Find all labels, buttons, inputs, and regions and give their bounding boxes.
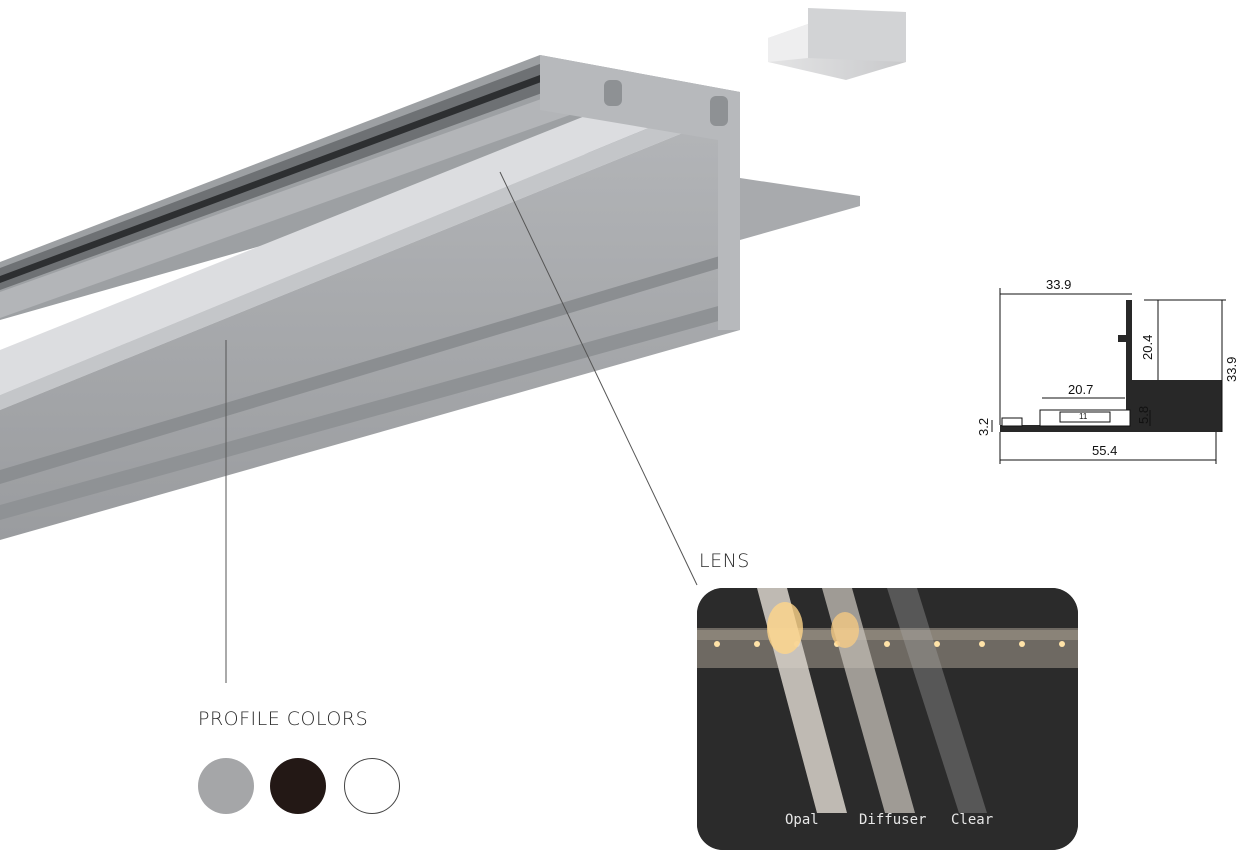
lens-strip bbox=[0, 110, 668, 395]
profile-end bbox=[540, 55, 740, 330]
color-swatch-black[interactable] bbox=[270, 758, 326, 814]
dim-upper-height: 20.4 bbox=[1140, 335, 1155, 360]
end-cap bbox=[768, 8, 906, 80]
color-swatch-white[interactable] bbox=[344, 758, 400, 814]
top-rail bbox=[0, 55, 740, 320]
profile-front-face bbox=[0, 100, 740, 540]
dim-total-height: 33.9 bbox=[1224, 357, 1238, 382]
lens-leader-line bbox=[499, 171, 698, 586]
dim-base-thickness: 3.2 bbox=[976, 418, 991, 436]
mounting-flange bbox=[740, 178, 860, 240]
cross-section-drawing bbox=[991, 288, 1226, 464]
dim-top-width: 33.9 bbox=[1046, 277, 1071, 292]
lens-clear-label: Clear bbox=[951, 812, 994, 828]
color-swatch-silver[interactable] bbox=[198, 758, 254, 814]
lens-heading: LENS bbox=[699, 550, 750, 572]
lens-opal-label: Opal bbox=[785, 812, 819, 828]
clear-lens bbox=[887, 588, 987, 813]
lens-photo: Opal Diffuser Clear bbox=[697, 588, 1078, 850]
profile-colors-heading: PROFILE COLORS bbox=[198, 708, 369, 730]
lens-diffuser-label: Diffuser bbox=[859, 812, 927, 828]
dim-channel-width: 20.7 bbox=[1068, 382, 1093, 397]
dim-total-width: 55.4 bbox=[1092, 443, 1117, 458]
dim-inner-channel: 11 bbox=[1079, 412, 1088, 421]
dim-channel-depth: 5.8 bbox=[1136, 406, 1151, 424]
